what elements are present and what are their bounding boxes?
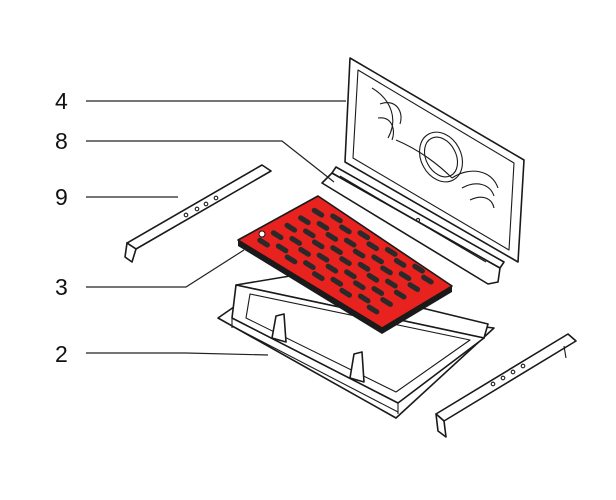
grate-slot: [330, 213, 343, 224]
part-4-door-panel: [344, 57, 525, 263]
part-3-grate: [237, 195, 453, 334]
grate-slot: [385, 278, 398, 289]
grate-edge: [238, 240, 382, 334]
grate-slot: [357, 293, 371, 304]
grate-slot: [289, 235, 303, 246]
grate-slot: [316, 220, 330, 231]
grate-slot: [357, 261, 371, 272]
grate-slot: [339, 256, 352, 267]
grate-slot: [380, 265, 393, 276]
grate-slot: [257, 237, 270, 248]
callout-2: 2: [55, 341, 68, 367]
grate-slot: [302, 228, 316, 239]
grate-slots: [257, 207, 434, 315]
grate-slot: [357, 230, 371, 241]
grate-slot: [366, 272, 380, 283]
grate-slot: [298, 246, 311, 257]
grate-edge-right: [382, 286, 452, 334]
grate-slot: [366, 304, 380, 315]
leader-3: [86, 249, 245, 288]
grate-slot: [316, 252, 330, 263]
grate-slot: [270, 230, 284, 241]
grate-slot: [284, 222, 298, 233]
grate-hole: [258, 230, 266, 238]
grate-slot: [371, 254, 384, 265]
grate-slot: [311, 207, 325, 218]
leader-lines: [86, 100, 346, 356]
grate-slot: [311, 239, 325, 250]
grate-slot: [325, 263, 339, 274]
callout-4: 4: [55, 88, 68, 114]
grate-slot: [330, 245, 343, 256]
grate-slot: [393, 257, 407, 268]
grate-slot: [384, 246, 398, 257]
grate-slot: [421, 274, 434, 285]
grate-slot: [343, 237, 357, 248]
grate-slot: [284, 254, 298, 265]
grate-slot: [352, 280, 366, 291]
grate-slot: [298, 215, 311, 226]
grate-slot: [407, 282, 421, 293]
grate-slot: [380, 297, 393, 307]
grate-slot: [339, 224, 352, 235]
grate-slot: [275, 243, 289, 254]
grate-slot: [398, 271, 412, 282]
part-8-rear-bar: [321, 166, 505, 285]
callout-8: 8: [55, 128, 68, 154]
grate-slot: [366, 241, 380, 252]
grate-slot: [352, 248, 366, 259]
part-9-left-bracket: [124, 164, 272, 263]
leader-8: [86, 140, 335, 183]
callout-9: 9: [55, 184, 68, 210]
grate-slot: [339, 287, 353, 298]
leader-2: [86, 352, 269, 356]
grate-slot: [371, 286, 385, 296]
callout-3: 3: [55, 274, 68, 300]
right-side-bracket: [435, 333, 577, 438]
callout-numbers: 4 8 9 3 2: [55, 88, 68, 367]
grate-slot: [311, 271, 325, 282]
grate-slot: [412, 263, 425, 274]
grate-slot: [325, 231, 339, 242]
grate-slot: [344, 269, 357, 280]
grate-slot: [303, 260, 316, 271]
grate-slot: [393, 289, 407, 300]
grate-slot: [330, 276, 344, 287]
